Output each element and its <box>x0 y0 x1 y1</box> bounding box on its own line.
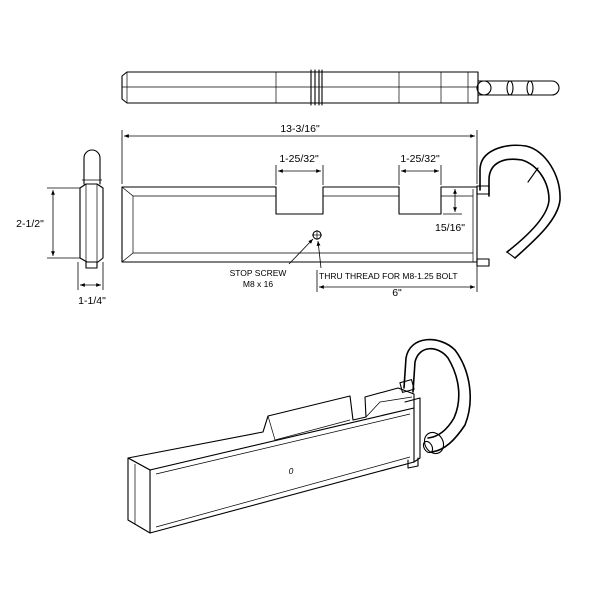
isometric-view <box>127 338 471 534</box>
thru-thread-label: THRU THREAD FOR M8-1.25 BOLT <box>319 271 458 281</box>
stop-screw-label: STOP SCREW <box>230 268 287 278</box>
overall-length-label: 13-3/16" <box>280 123 320 135</box>
notch-depth-label: 15/16" <box>435 222 465 234</box>
side-view <box>79 149 104 269</box>
labels: 13-3/16" 1-25/32" 1-25/32" 15/16" 2-1/2"… <box>16 123 465 476</box>
height-label: 2-1/2" <box>16 218 44 230</box>
iso-hole-label: 0 <box>289 466 294 476</box>
thickness-label: 1-1/4" <box>78 295 106 307</box>
notch-width-right-label: 1-25/32" <box>400 153 440 165</box>
front-view <box>121 144 561 267</box>
top-view <box>121 69 560 106</box>
notch-width-left-label: 1-25/32" <box>279 153 319 165</box>
stop-screw-size-label: M8 x 16 <box>243 279 274 289</box>
bolt-offset-label: 6" <box>392 287 402 299</box>
dimension-lines <box>47 130 478 292</box>
